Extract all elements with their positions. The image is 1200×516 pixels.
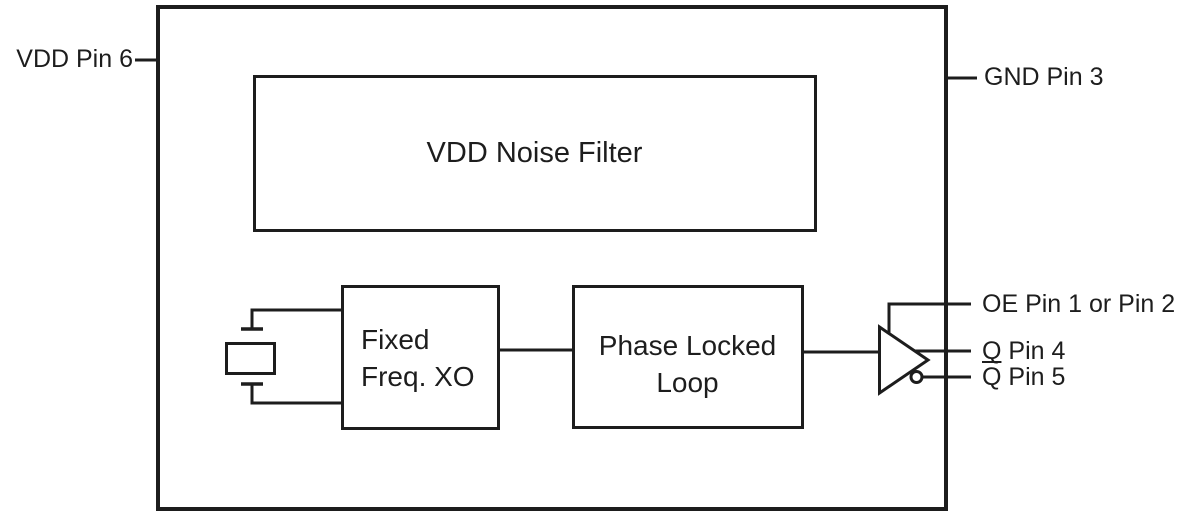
pll-label-line2: Loop xyxy=(656,367,719,398)
inversion-bubble xyxy=(909,370,924,384)
noise-filter-label: VDD Noise Filter xyxy=(426,136,643,169)
vdd-pin-label: VDD Pin 6 xyxy=(16,45,133,73)
qbar-pin-text: Pin 5 xyxy=(1001,363,1066,391)
q-pin-label: Q Pin 4 xyxy=(982,337,1066,365)
qbar-overline-symbol: Q xyxy=(982,363,1002,391)
xo-label: Fixed Freq. XO xyxy=(361,321,475,395)
xo-label-line1: Fixed xyxy=(361,324,430,355)
crystal-bottom-wire xyxy=(250,384,341,405)
oe-wire xyxy=(887,302,971,334)
noise-filter-box xyxy=(253,75,817,232)
crystal-symbol xyxy=(225,308,341,405)
crystal-body xyxy=(225,342,276,375)
pll-label: Phase Locked Loop xyxy=(572,327,803,401)
crystal-top-wire xyxy=(250,308,341,329)
chip-outline xyxy=(156,5,948,511)
buffer-triangle xyxy=(878,324,931,396)
qbar-pin-label: Q Pin 5 xyxy=(982,364,1065,390)
output-buffer xyxy=(878,302,971,396)
xo-label-line2: Freq. XO xyxy=(361,361,475,392)
pll-label-line1: Phase Locked xyxy=(598,330,777,361)
xo-box xyxy=(341,285,500,430)
pll-box xyxy=(572,285,804,429)
gnd-pin-label: GND Pin 3 xyxy=(984,63,1104,91)
oe-pin-label: OE Pin 1 or Pin 2 xyxy=(982,290,1176,318)
